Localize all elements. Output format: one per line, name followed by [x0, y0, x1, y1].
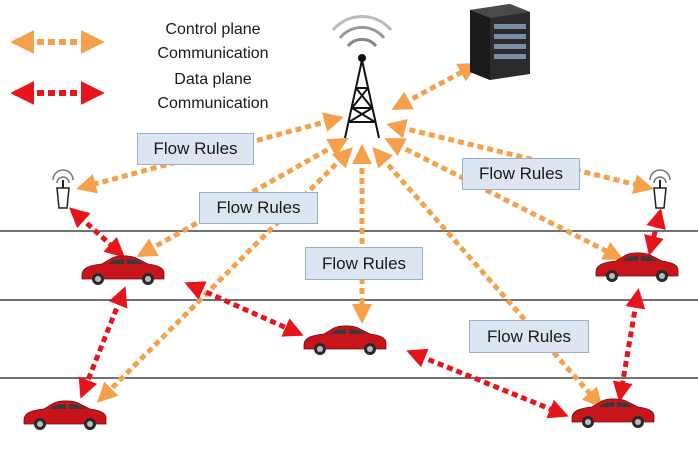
legend-control-line2: Communication	[157, 45, 269, 62]
data-link-car3-car5	[406, 348, 569, 419]
data-link-car1-car3	[184, 281, 304, 337]
flow-rules-box: Flow Rules	[199, 192, 318, 224]
roadside-unit-right-icon	[649, 169, 671, 209]
car-4-icon	[595, 252, 679, 283]
server-icon	[470, 4, 530, 80]
legend-data-line1: Data plane	[174, 71, 252, 88]
flow-rules-box: Flow Rules	[305, 247, 423, 280]
car-1-icon	[81, 255, 165, 286]
flow-rules-box: Flow Rules	[137, 133, 254, 165]
data-link-rsu-car4	[644, 208, 666, 256]
control-link-server	[391, 62, 479, 111]
flow-rules-box: Flow Rules	[462, 158, 580, 190]
data-link-car1-car2	[78, 286, 128, 399]
data-plane-links	[69, 207, 666, 419]
legend-control-label: Control plane Communication	[138, 18, 288, 66]
data-link-rsu-car1	[69, 207, 125, 258]
car-5-icon	[571, 398, 655, 429]
control-link-car2	[97, 147, 353, 403]
car-3-icon	[303, 325, 387, 356]
legend-data-label: Data plane Communication	[138, 68, 288, 116]
legend-control-line1: Control plane	[165, 21, 261, 38]
cell-tower-icon	[331, 15, 393, 139]
legend-data-line2: Communication	[157, 95, 269, 112]
car-2-icon	[23, 400, 107, 431]
roadside-unit-left-icon	[52, 169, 74, 209]
flow-rules-box: Flow Rules	[469, 320, 589, 353]
data-link-car4-car5	[612, 288, 646, 402]
